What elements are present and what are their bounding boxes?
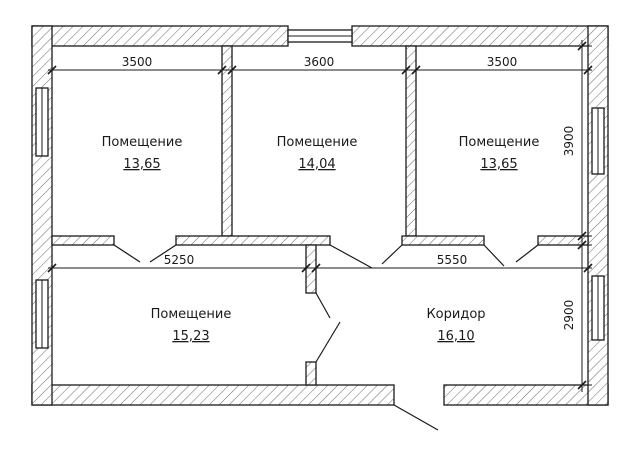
dim-top-1: 3500	[122, 55, 153, 69]
door-room1-b	[149, 244, 177, 263]
dim-top-2: 3600	[304, 55, 335, 69]
partition-2	[405, 45, 417, 237]
wall-right	[587, 25, 609, 406]
door-room1	[113, 244, 141, 263]
door-room3-a	[381, 244, 403, 265]
corridor-name: Коридор	[426, 307, 485, 322]
door-lower-room-b	[315, 321, 341, 363]
partition-lower-bottom	[305, 361, 317, 386]
room-2-area: 14,04	[298, 157, 335, 172]
windows	[35, 29, 605, 349]
hwall-4	[537, 235, 589, 246]
hwall-1	[51, 235, 115, 246]
door-lower-room-a	[315, 292, 331, 319]
dim-right-lower: 2900	[562, 300, 576, 331]
outer-walls	[31, 25, 609, 406]
room-4-area: 15,23	[172, 329, 209, 344]
door-room3-b	[483, 244, 505, 267]
room-3-name: Помещение	[459, 135, 540, 150]
doors	[113, 244, 539, 431]
door-room2	[329, 244, 373, 269]
partition-1	[221, 45, 233, 237]
dim-mid-left: 5250	[164, 253, 195, 267]
entrance-door	[393, 404, 439, 431]
hwall-2	[175, 235, 331, 246]
corridor-area: 16,10	[437, 329, 474, 344]
dimensions	[47, 40, 593, 392]
room-1-name: Помещение	[102, 135, 183, 150]
room-2-name: Помещение	[277, 135, 358, 150]
room-1-area: 13,65	[123, 157, 160, 172]
wall-top-left	[31, 25, 289, 47]
wall-top-right	[351, 25, 609, 47]
door-room3-c	[515, 244, 539, 263]
wall-bottom-left	[31, 384, 395, 406]
hwall-3	[401, 235, 485, 246]
dim-mid-right: 5550	[437, 253, 468, 267]
room-3-area: 13,65	[480, 157, 517, 172]
dim-top-3: 3500	[487, 55, 518, 69]
wall-bottom-right	[443, 384, 609, 406]
room-4-name: Помещение	[151, 307, 232, 322]
interior-walls	[51, 45, 589, 386]
dim-right-upper: 3900	[562, 126, 576, 157]
